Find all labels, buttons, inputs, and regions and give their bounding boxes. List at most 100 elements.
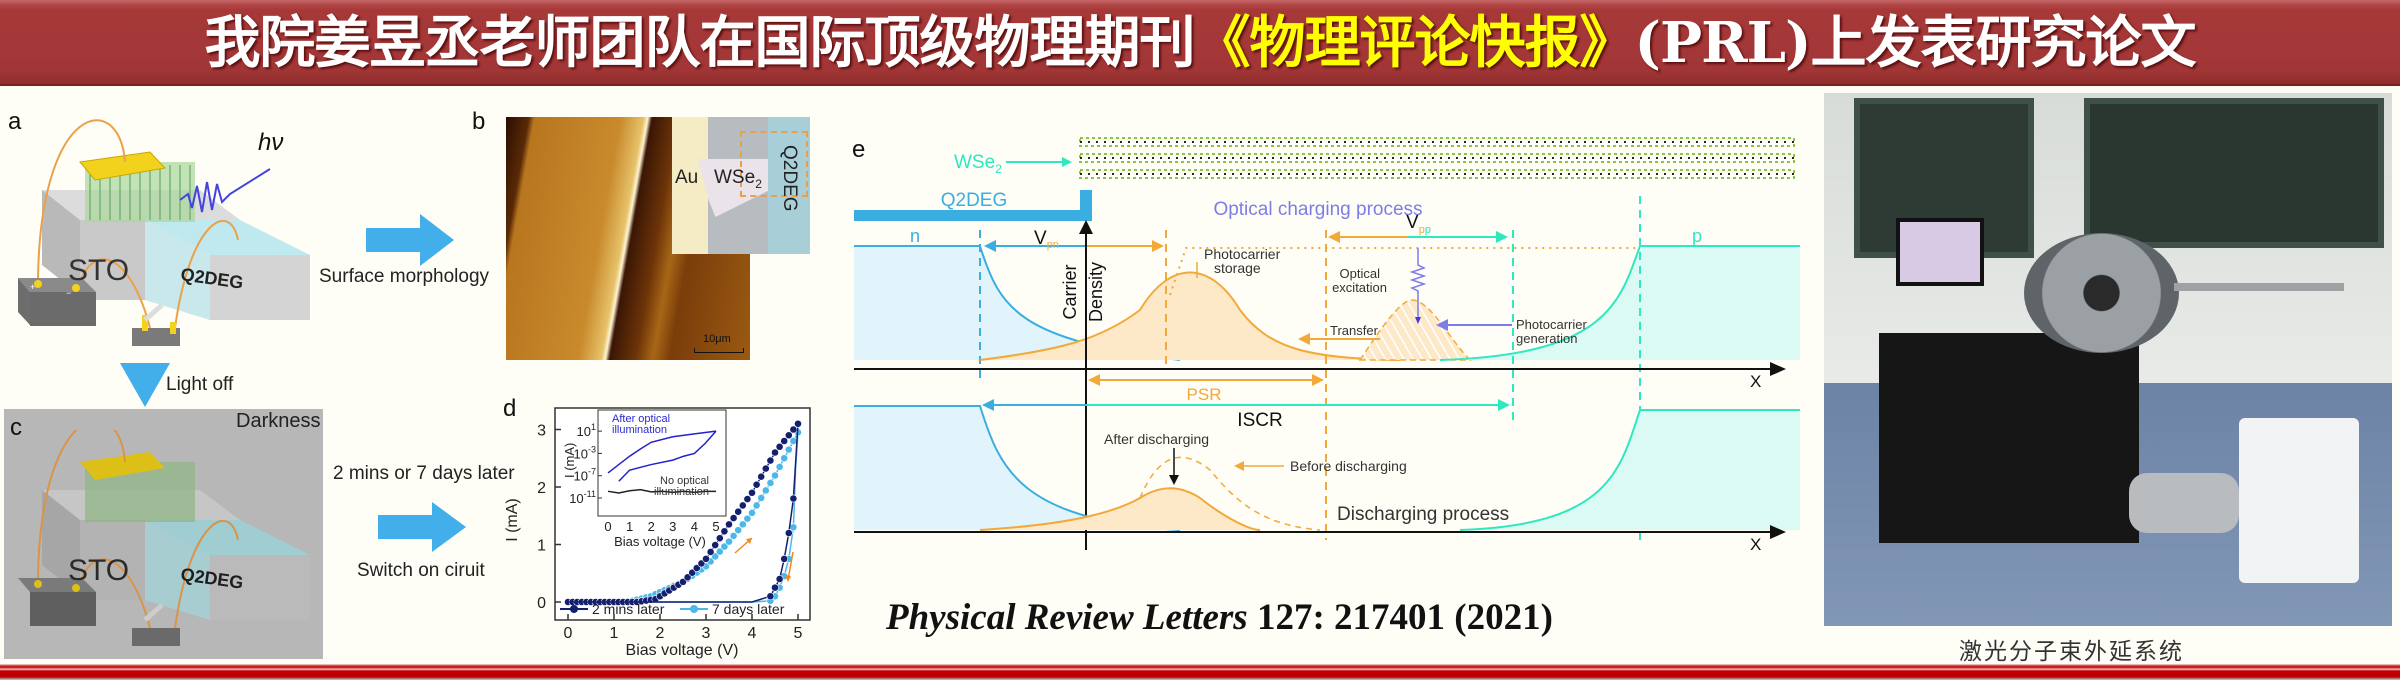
- banner-title-part1: 我院姜昱丞老师团队在国际顶级物理期刊: [204, 10, 1195, 76]
- series-marker: [789, 494, 798, 503]
- inset-annotation-none-2: illumination: [654, 486, 709, 498]
- y-tick-label: 2: [537, 480, 546, 497]
- photo-cabinet: [1879, 333, 2139, 543]
- storage-peak-curve: [979, 271, 1401, 361]
- series-marker: [743, 514, 752, 523]
- vpn-left-arrowhead: [984, 240, 996, 252]
- panel-a-device-schematic: + − hν STO Q2DEG: [18, 119, 310, 346]
- series-marker: [784, 445, 793, 454]
- density-axis-label: Density: [1086, 262, 1106, 322]
- iv-chart-ylabel: I (mA): [504, 498, 521, 542]
- generation-arrowhead: [1436, 319, 1448, 331]
- sto-label-dark: STO: [68, 554, 129, 587]
- arrow-right-icon-2: [378, 502, 466, 552]
- series-marker: [688, 568, 697, 577]
- journal-name: Physical Review Letters: [886, 597, 1248, 638]
- series-marker: [706, 548, 715, 556]
- vpp-left-arrowhead: [1328, 231, 1340, 243]
- inset-xlabel: Bias voltage (V): [614, 534, 706, 549]
- caption-time-later: 2 mins or 7 days later: [333, 463, 515, 484]
- series-marker: [748, 488, 756, 497]
- series-marker: [711, 541, 720, 549]
- series-marker: [720, 527, 729, 536]
- sto-label: STO: [68, 254, 129, 287]
- vpn-right-arrowhead: [1152, 240, 1164, 252]
- caption-darkness: Darkness: [236, 410, 321, 432]
- series-marker: [771, 471, 779, 480]
- series-marker: [743, 495, 752, 503]
- caption-light-off: Light off: [166, 374, 234, 395]
- reverse-sweep-arrow-icon: [787, 551, 794, 581]
- n-label: n: [910, 226, 920, 246]
- series-marker: [738, 501, 747, 510]
- vpp-label-sub2: p: [1425, 224, 1431, 236]
- after-discharge-fill: [980, 488, 1260, 530]
- photocarrier-storage-2: storage: [1214, 260, 1261, 276]
- photo-window-right: [2084, 98, 2384, 248]
- inset-label-wse2-sub: 2: [755, 176, 762, 191]
- psr-label: PSR: [1187, 385, 1222, 404]
- x-tick-label: 3: [702, 625, 711, 642]
- photon-wave-icon: [179, 168, 271, 213]
- inset-annotation-none-1: No optical: [660, 475, 709, 487]
- series-marker: [780, 554, 789, 563]
- after-discharging-label: After discharging: [1104, 431, 1209, 447]
- battery-icon-dark: [18, 578, 96, 626]
- forward-sweep-arrowhead: [746, 538, 752, 544]
- inset-ylabel: I (mA): [562, 443, 577, 478]
- battery-minus: −: [66, 288, 71, 298]
- x-tick-label: 4: [748, 625, 757, 642]
- series-marker: [715, 534, 724, 543]
- arrow-right-icon: [366, 214, 454, 266]
- inset-series-line: [607, 488, 716, 494]
- wse2-label-text: WSe: [954, 152, 995, 173]
- series-marker: [766, 592, 775, 601]
- scale-bar: [694, 348, 744, 353]
- caption-switch-on: Switch on ciruit: [357, 560, 485, 581]
- legend-marker-7day: [690, 605, 698, 613]
- inset-y-tick-exponent: 1: [591, 422, 596, 432]
- x-axis-lower-arrowhead: [1770, 525, 1786, 539]
- photo-chiller: [2239, 418, 2359, 583]
- switch-icon: [132, 303, 180, 346]
- series-marker: [780, 454, 789, 463]
- series-marker: [757, 472, 766, 481]
- x-tick-label: 1: [610, 625, 619, 642]
- series-marker: [775, 462, 784, 471]
- series-marker: [692, 564, 701, 572]
- inset-annotation-after-2: illumination: [612, 424, 667, 436]
- vpp-label: Vpp: [1406, 212, 1431, 236]
- series-marker: [725, 537, 733, 546]
- inset-label-wse2: WSe2: [714, 167, 762, 191]
- vpn-label-sub: pn: [1047, 239, 1059, 251]
- x-tick-label: 5: [794, 625, 803, 642]
- photo-vacuum-chamber: [2024, 233, 2179, 353]
- x-tick-label: 0: [564, 625, 573, 642]
- q2deg-top-face: [145, 220, 310, 255]
- inset-series-line: [618, 430, 717, 482]
- vpn-label-text: V: [1034, 228, 1047, 249]
- storage-peak-fill: [980, 272, 1400, 360]
- reverse-sweep-arrowhead: [785, 575, 791, 582]
- inset-x-tick-label: 5: [712, 519, 719, 534]
- wse2-label: WSe2: [954, 152, 1002, 176]
- legend-label-7day: 7 days later: [712, 601, 785, 617]
- series-marker: [784, 431, 793, 440]
- q2deg-bar: [854, 210, 1092, 221]
- x-tick-label: 2: [656, 625, 665, 642]
- iscr-arrowhead-left: [982, 399, 994, 411]
- series-marker: [784, 529, 793, 537]
- switch-icon-dark: [132, 603, 180, 646]
- inset-chart-frame: [597, 409, 727, 517]
- panel-e-letter: e: [852, 136, 866, 163]
- optical-excitation-2: excitation: [1332, 280, 1387, 295]
- y-tick-label: 1: [537, 538, 546, 555]
- banner-title-highlight: 《物理评论快报》: [1194, 10, 1635, 76]
- banner-title-part2: (PRL)上发表研究论文: [1634, 10, 2196, 76]
- before-discharging-label: Before discharging: [1290, 458, 1407, 474]
- psr-arrowhead-right: [1312, 374, 1324, 386]
- series-marker: [734, 507, 743, 516]
- sto-front-face: [80, 220, 145, 300]
- series-marker: [679, 577, 687, 586]
